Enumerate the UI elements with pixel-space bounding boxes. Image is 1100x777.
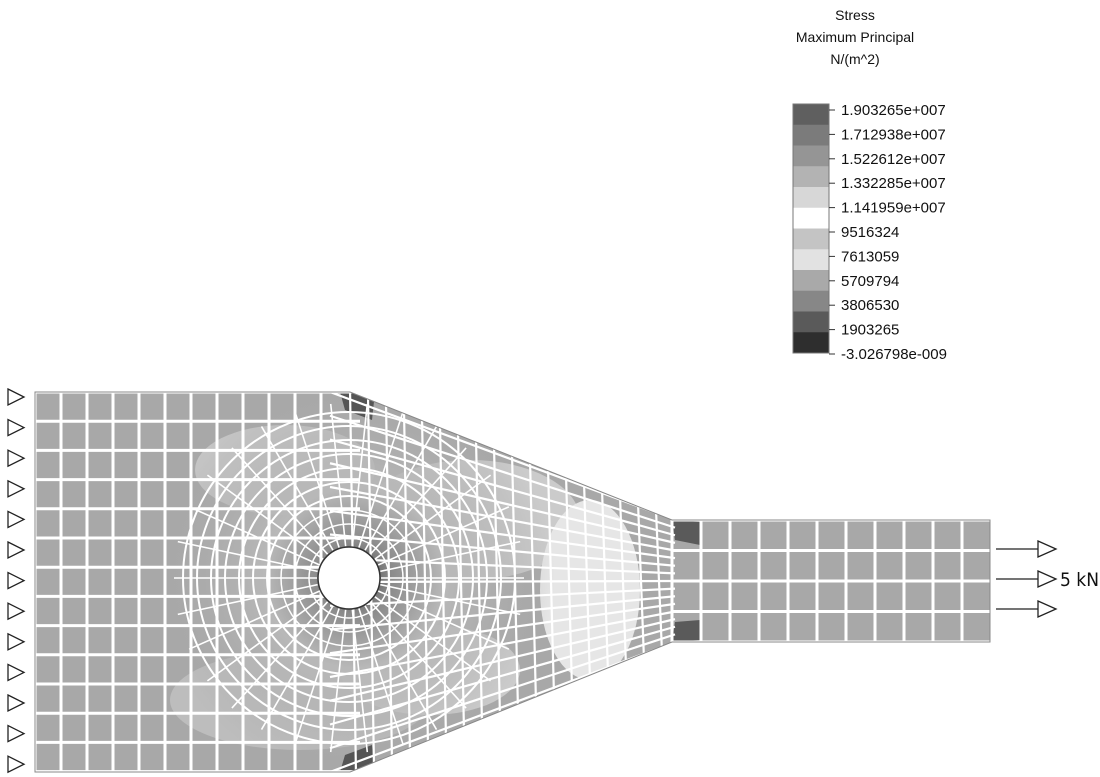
legend-tick-label: 9516324 [841,224,899,241]
stress-region [672,520,700,545]
load-label: 5 kN [1060,569,1099,591]
legend-band [793,207,829,229]
legend-band [793,145,829,167]
legend-tick-label: 7613059 [841,248,899,265]
legend-title-block: Stress Maximum Principal N/(m^2) [740,4,970,70]
legend-tick-label: 1.712938e+007 [841,126,946,143]
support-triangle [7,387,26,407]
legend-bar-frame [792,103,830,354]
load-arrow-head [1037,569,1058,589]
legend-tick-label: 1.141959e+007 [841,200,946,217]
legend-subtitle: Maximum Principal [795,29,915,45]
legend-band [793,187,829,209]
legend-tick-label: 5709794 [841,273,899,290]
support-triangle [7,449,26,468]
support-triangle [7,540,26,560]
legend-color-bar [792,103,830,354]
legend-tick-label: 1.332285e+007 [841,175,946,192]
legend-band [793,124,829,146]
load-arrows [996,539,1058,619]
support-triangle [7,632,26,651]
load-arrow-head [1037,539,1058,559]
legend-tick-label: 3806530 [841,297,899,314]
support-triangle [7,663,26,682]
legend-band [793,104,829,126]
stress-region [672,620,700,642]
support-triangle [7,755,26,774]
center-hole [317,546,381,610]
support-triangle [7,418,26,437]
support-triangle [7,510,26,529]
support-triangle [7,693,26,713]
support-triangle [7,571,26,590]
legend-tick-labels: 1.903265e+007 1.712938e+007 1.522612e+007 1… [829,102,947,363]
support-triangle [7,479,26,498]
legend-title: Stress [835,7,875,23]
legend-band [793,228,829,250]
legend-tick-label: -3.026798e-009 [841,346,947,363]
fixed-supports [7,387,26,774]
legend-tick-label: 1.522612e+007 [841,151,946,168]
plate-outline [34,391,991,773]
legend-band [793,249,829,271]
legend-tick-label: 1903265 [841,322,899,339]
legend-unit: N/(m^2) [830,51,880,67]
plate-mesh [35,392,990,772]
mesh-grid [35,392,990,772]
support-triangle [7,602,26,621]
load-arrow-head [1037,599,1058,619]
legend-tick-label: 1.903265e+007 [841,102,946,119]
legend-band [793,270,829,292]
legend-band [793,166,829,188]
legend-band [793,332,829,354]
legend-band [793,290,829,312]
support-triangle [7,724,26,743]
legend-band [793,311,829,333]
